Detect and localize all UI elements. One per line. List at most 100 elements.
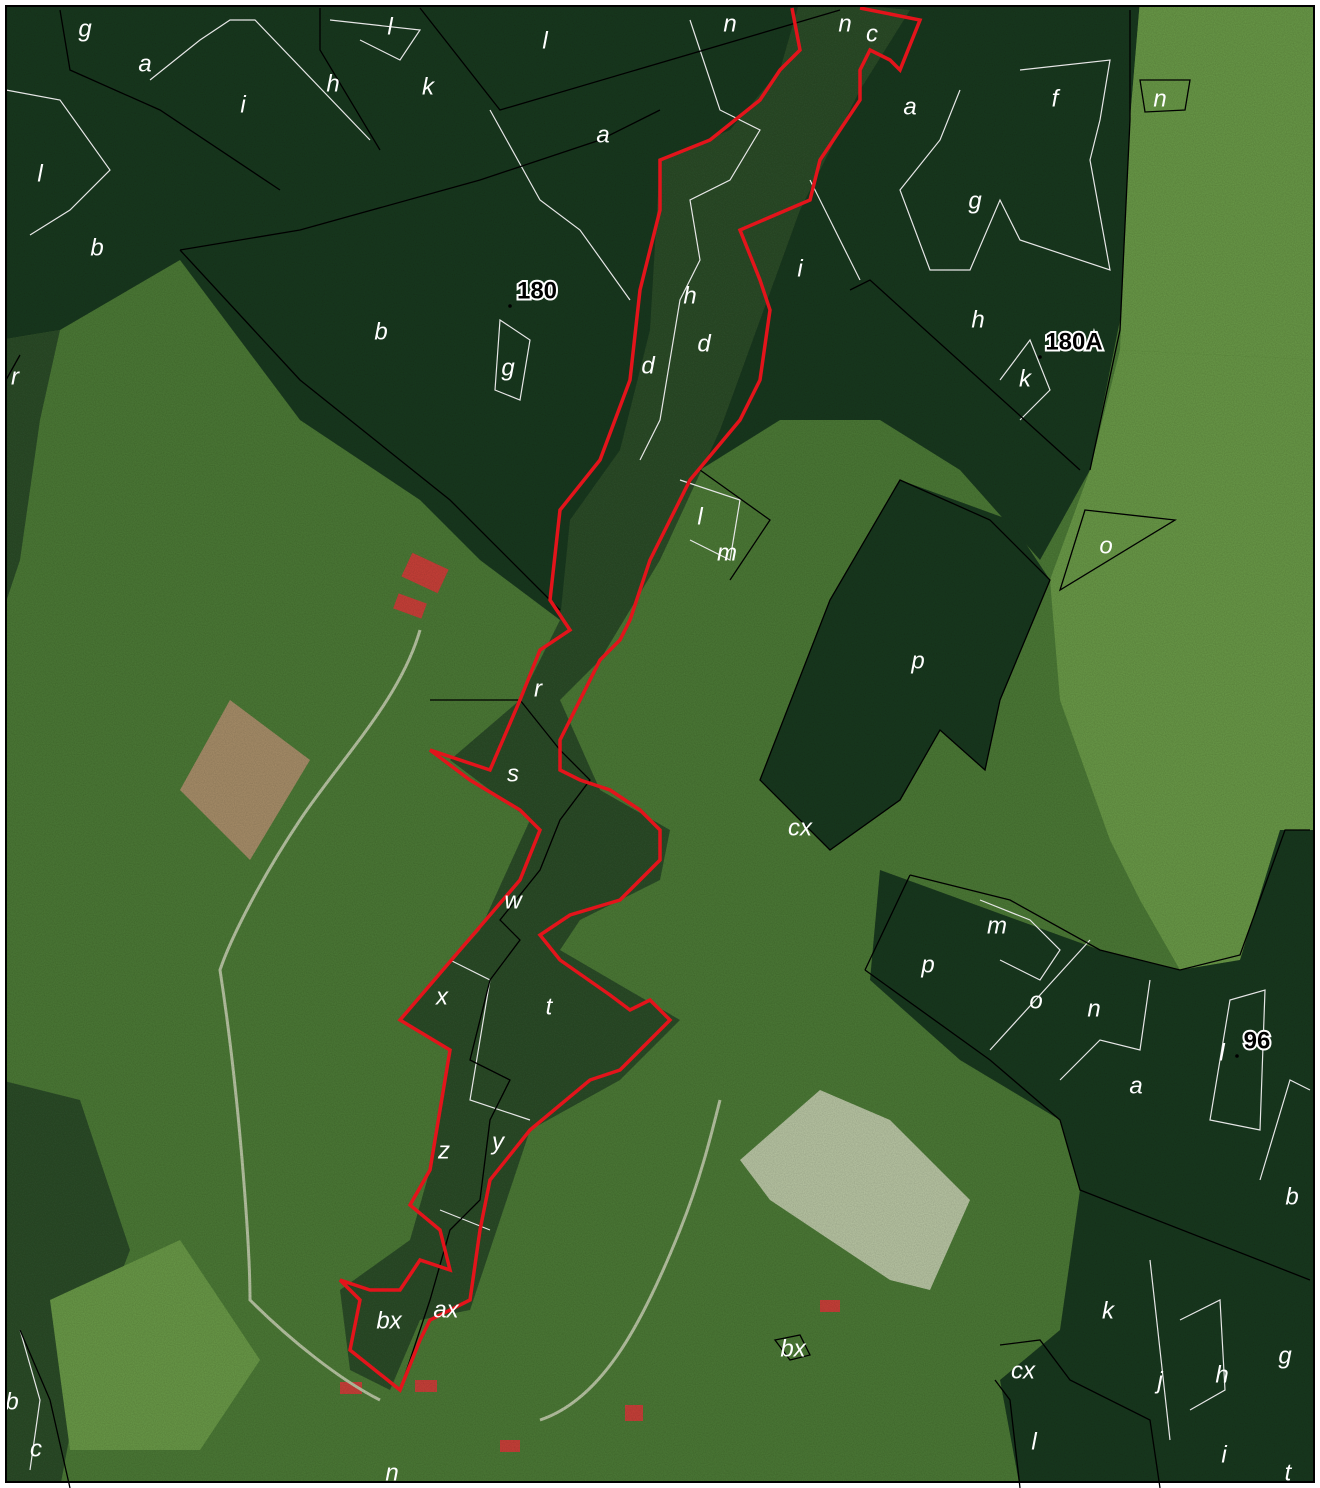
- subdivision-label[interactable]: a: [596, 121, 609, 148]
- subdivision-label[interactable]: n: [723, 10, 736, 37]
- subdivision-line: [639, 19, 761, 461]
- subdivision-label[interactable]: f: [1052, 85, 1061, 112]
- subdivision-label[interactable]: n: [1087, 995, 1100, 1022]
- subdivision-line: [494, 318, 531, 401]
- subdivision-line: [989, 939, 1091, 1051]
- compartment-point: [1235, 1054, 1239, 1058]
- subdivision-line: [899, 59, 1111, 271]
- compartment-line: [759, 479, 1051, 851]
- compartment-point: [508, 304, 512, 308]
- dirt-road: [539, 1099, 722, 1422]
- subdivision-label[interactable]: p: [920, 951, 934, 978]
- compartment-line: [773, 1334, 811, 1361]
- subdivision-label[interactable]: b: [374, 318, 387, 345]
- compartment-boundaries: [5, 7, 1311, 1488]
- subdivision-label[interactable]: r: [534, 675, 543, 702]
- subdivision-label[interactable]: g: [1278, 1342, 1292, 1369]
- village-building: [415, 1380, 437, 1392]
- subdivision-label[interactable]: h: [1215, 1361, 1228, 1388]
- subdivision-label[interactable]: k: [422, 73, 436, 100]
- subdivision-label[interactable]: d: [641, 352, 655, 379]
- field-pale: [740, 1090, 970, 1290]
- subdivision-label[interactable]: h: [971, 306, 984, 333]
- highlighted-area-outline: [338, 6, 923, 1393]
- subdivision-label[interactable]: g: [968, 187, 982, 214]
- subdivision-label[interactable]: bx: [376, 1307, 402, 1334]
- compartment-line: [19, 1329, 71, 1488]
- subdivision-label[interactable]: o: [1099, 532, 1112, 559]
- compartment-line: [5, 354, 21, 381]
- subdivision-label[interactable]: g: [501, 354, 515, 381]
- subdivision-line: [489, 109, 631, 301]
- subdivision-label[interactable]: bx: [780, 1335, 806, 1362]
- highlighted-area-boundary: [338, 6, 923, 1393]
- compartment-line: [1139, 79, 1191, 113]
- subdivision-label[interactable]: n: [385, 1459, 398, 1486]
- subdivision-line: [979, 899, 1061, 981]
- subdivision-label[interactable]: i: [240, 91, 246, 118]
- subdivision-label[interactable]: l: [542, 27, 548, 54]
- compartment-line: [994, 1379, 1021, 1488]
- subdivision-label[interactable]: c: [866, 20, 878, 47]
- compartment-line: [419, 7, 841, 111]
- subdivision-label[interactable]: d: [697, 330, 711, 357]
- subdivision-label[interactable]: l: [1031, 1428, 1037, 1455]
- subdivision-label[interactable]: h: [683, 282, 696, 309]
- subdivision-label[interactable]: a: [138, 50, 151, 77]
- subdivision-label[interactable]: z: [437, 1137, 450, 1164]
- compartment-line: [59, 9, 281, 191]
- subdivision-label[interactable]: l: [1219, 1039, 1225, 1066]
- compartment-number-label[interactable]: 180A: [1043, 326, 1104, 357]
- subdivision-label[interactable]: l: [387, 13, 393, 40]
- compartment-line: [864, 969, 1311, 1281]
- subdivision-label[interactable]: b: [1285, 1183, 1298, 1210]
- subdivision-label[interactable]: m: [987, 912, 1007, 939]
- subdivision-label[interactable]: r: [11, 363, 20, 390]
- forest-southeast: [870, 830, 1314, 1482]
- subdivision-label[interactable]: i: [1221, 1441, 1227, 1468]
- subdivision-label[interactable]: a: [1129, 1072, 1142, 1099]
- subdivision-label[interactable]: s: [507, 760, 519, 787]
- compartment-line: [179, 249, 561, 611]
- subdivision-label[interactable]: c: [30, 1435, 42, 1462]
- subdivision-label[interactable]: l: [697, 503, 703, 530]
- subdivision-label[interactable]: o: [1029, 987, 1042, 1014]
- compartment-line: [1058, 509, 1177, 592]
- subdivision-label[interactable]: g: [78, 15, 92, 42]
- subdivision-label[interactable]: n: [838, 10, 851, 37]
- subdivision-line: [19, 1329, 41, 1471]
- subdivision-label[interactable]: h: [326, 70, 339, 97]
- subdivision-label[interactable]: a: [903, 93, 916, 120]
- forest-west: [6, 330, 60, 602]
- compartment-line: [1089, 10, 1131, 471]
- village-building: [625, 1405, 643, 1421]
- subdivision-label[interactable]: ax: [433, 1296, 459, 1323]
- subdivision-label[interactable]: y: [490, 1128, 506, 1155]
- compartment-number-label[interactable]: 96: [1242, 1025, 1273, 1056]
- subdivision-label[interactable]: m: [717, 539, 737, 566]
- subdivision-label[interactable]: k: [1019, 365, 1033, 392]
- subdivision-label[interactable]: k: [1102, 1297, 1116, 1324]
- subdivision-label[interactable]: t: [1285, 1459, 1293, 1486]
- subdivision-label[interactable]: w: [504, 887, 523, 914]
- map-border: [5, 5, 1315, 1483]
- subdivision-label[interactable]: cx: [788, 814, 813, 841]
- subdivision-label[interactable]: p: [910, 647, 924, 674]
- subdivision-line: [809, 179, 861, 281]
- subdivision-label[interactable]: l: [37, 160, 43, 187]
- subdivision-label[interactable]: n: [1153, 85, 1166, 112]
- subdivision-label[interactable]: x: [435, 983, 449, 1010]
- subdivision-label[interactable]: j: [1154, 1367, 1163, 1394]
- subdivision-label[interactable]: cx: [1011, 1357, 1036, 1384]
- compartment-number-label[interactable]: 180: [515, 275, 559, 306]
- subdivision-label[interactable]: i: [797, 255, 803, 282]
- subdivision-label[interactable]: b: [5, 1388, 18, 1415]
- subdivision-label[interactable]: t: [546, 993, 554, 1020]
- field-striped: [180, 700, 310, 860]
- forest-compartment-p: [760, 480, 1050, 850]
- subdivision-label[interactable]: b: [90, 234, 103, 261]
- dirt-road: [218, 629, 422, 1402]
